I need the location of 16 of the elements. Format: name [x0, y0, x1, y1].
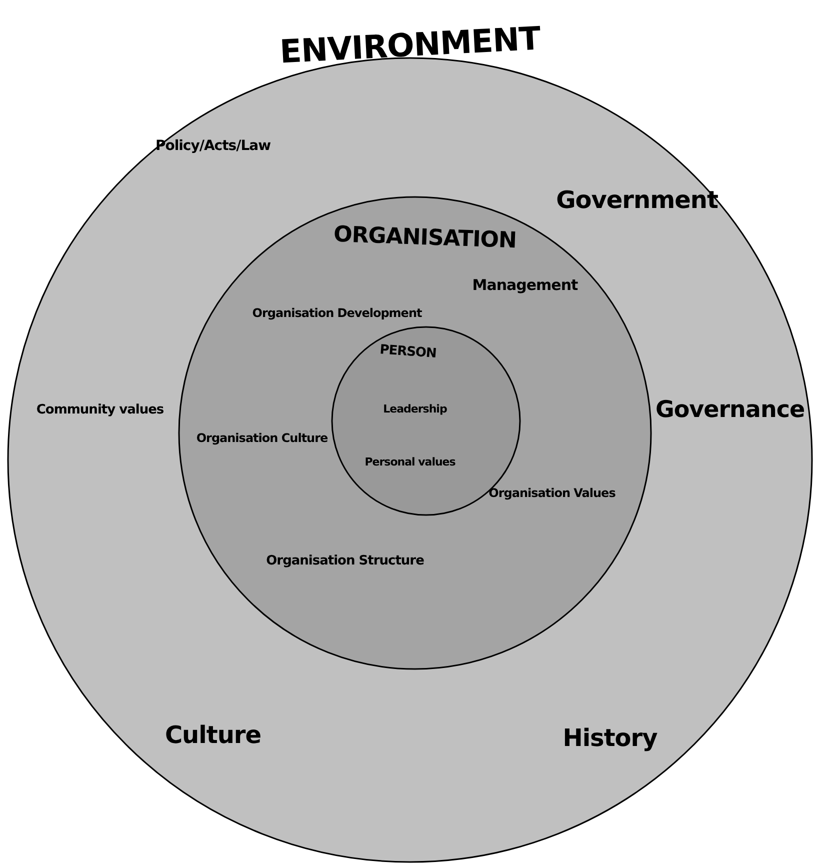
circle-label: Policy/Acts/Law [155, 138, 271, 154]
circle-label: Personal values [364, 456, 456, 468]
circle-label: History [562, 724, 658, 752]
circle-label: Organisation Structure [266, 554, 424, 568]
circle-label: Governance [655, 397, 805, 423]
circle-heading: ORGANISATION [333, 222, 517, 254]
circle-label: Government [556, 186, 718, 214]
circle-label: Organisation Culture [196, 431, 328, 445]
circle-heading: ENVIRONMENT [278, 19, 542, 71]
circle-label: Culture [164, 721, 262, 749]
circle-label: Organisation Values [488, 486, 616, 500]
circle-heading: PERSON [379, 342, 437, 362]
circle-label: Community values [36, 402, 164, 418]
circle-label: Management [472, 276, 578, 294]
circle-label: Leadership [383, 402, 447, 416]
circle-label: Organisation Development [252, 306, 422, 320]
